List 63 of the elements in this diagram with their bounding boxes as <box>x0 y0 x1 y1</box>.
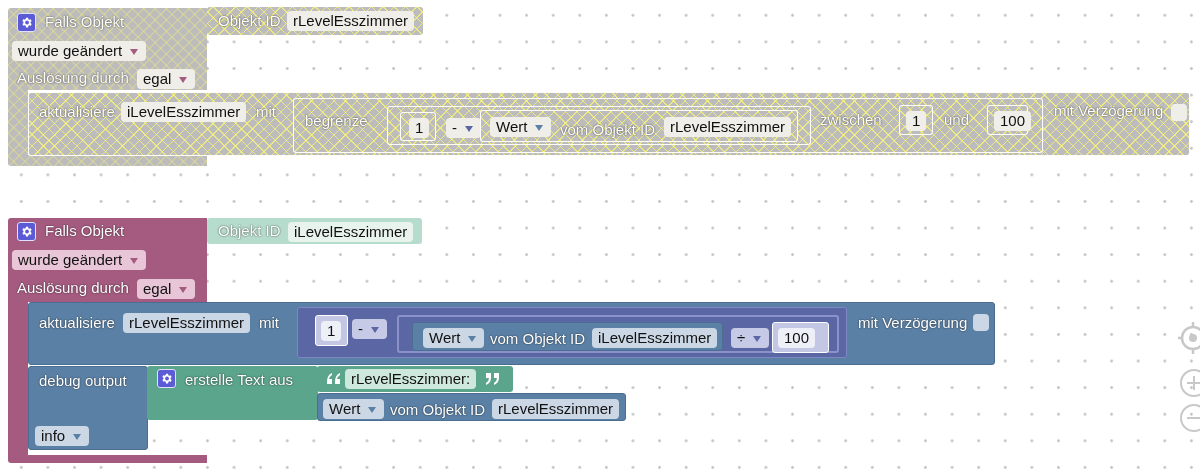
text-field: rLevelEsszimmer: <box>345 369 477 389</box>
text-field: rLevelEsszimmer <box>123 313 251 333</box>
clamp-block <box>293 98 1043 153</box>
dropdown: egal <box>137 279 196 299</box>
state-value-block <box>317 393 626 421</box>
object-id-block <box>207 218 422 244</box>
number-block <box>400 112 436 141</box>
dropdown: Wert <box>423 328 485 348</box>
block-label: begrenze <box>305 112 368 130</box>
text-field: 100 <box>778 328 816 348</box>
block-label: und <box>944 111 970 129</box>
block-label: vom Objekt ID <box>390 401 486 419</box>
block-label: vom Objekt ID <box>560 121 656 139</box>
state-value-block <box>480 110 798 142</box>
block-label: mit Verzögerung <box>1054 102 1164 120</box>
math-block <box>297 307 847 358</box>
text-field: iLevelEsszimmer <box>288 222 414 242</box>
block-label: zwischen <box>820 111 882 129</box>
text-field: 1 <box>321 321 342 341</box>
block-label: aktualisiere <box>39 314 115 332</box>
text-field: rLevelEsszimmer <box>492 399 620 419</box>
text-field: rLevelEsszimmer <box>664 117 792 137</box>
block-label: Objekt ID <box>218 222 281 240</box>
text-join-block <box>147 366 318 420</box>
dropdown: wurde geändert <box>12 41 147 61</box>
dropdown: egal <box>137 69 196 89</box>
number-block <box>772 322 829 353</box>
block-label: aktualisiere <box>39 103 115 121</box>
block-label: mit Verzögerung <box>858 314 968 332</box>
block-label: Falls Objekt <box>45 222 125 240</box>
text-field: rLevelEsszimmer <box>287 11 415 31</box>
debug-output-block <box>28 366 148 450</box>
dropdown: info <box>35 426 90 446</box>
math-block <box>387 106 811 145</box>
block-label: mit <box>259 314 279 332</box>
object-id-block <box>207 7 423 35</box>
text-block <box>317 366 513 392</box>
dropdown: - <box>352 319 387 339</box>
block-label: Falls Objekt <box>45 13 125 31</box>
math-block <box>397 315 839 353</box>
text-field: 1 <box>906 111 927 131</box>
block-label: Objekt ID <box>218 12 281 30</box>
dropdown: ÷ <box>731 328 770 348</box>
block-label: erstelle Text aus <box>185 371 294 389</box>
state-value-block <box>412 322 723 351</box>
dropdown: - <box>446 118 481 138</box>
text-field: iLevelEsszimmer <box>121 102 247 122</box>
update-state-block <box>28 302 995 365</box>
block-label: debug output <box>39 372 127 390</box>
number-block <box>315 315 348 346</box>
block-label: Auslösung durch <box>17 279 129 297</box>
dropdown: Wert <box>323 399 385 419</box>
dropdown: wurde geändert <box>12 250 147 270</box>
update-state-block <box>28 92 1190 156</box>
text-field: 100 <box>994 111 1032 131</box>
number-block <box>899 105 933 135</box>
block-label: vom Objekt ID <box>490 330 586 348</box>
block-label: Auslösung durch <box>17 69 129 87</box>
dropdown: Wert <box>490 117 552 137</box>
block-label: mit <box>256 103 276 121</box>
number-block <box>987 105 1028 135</box>
text-field: 1 <box>409 118 430 138</box>
text-field: iLevelEsszimmer <box>592 328 718 348</box>
